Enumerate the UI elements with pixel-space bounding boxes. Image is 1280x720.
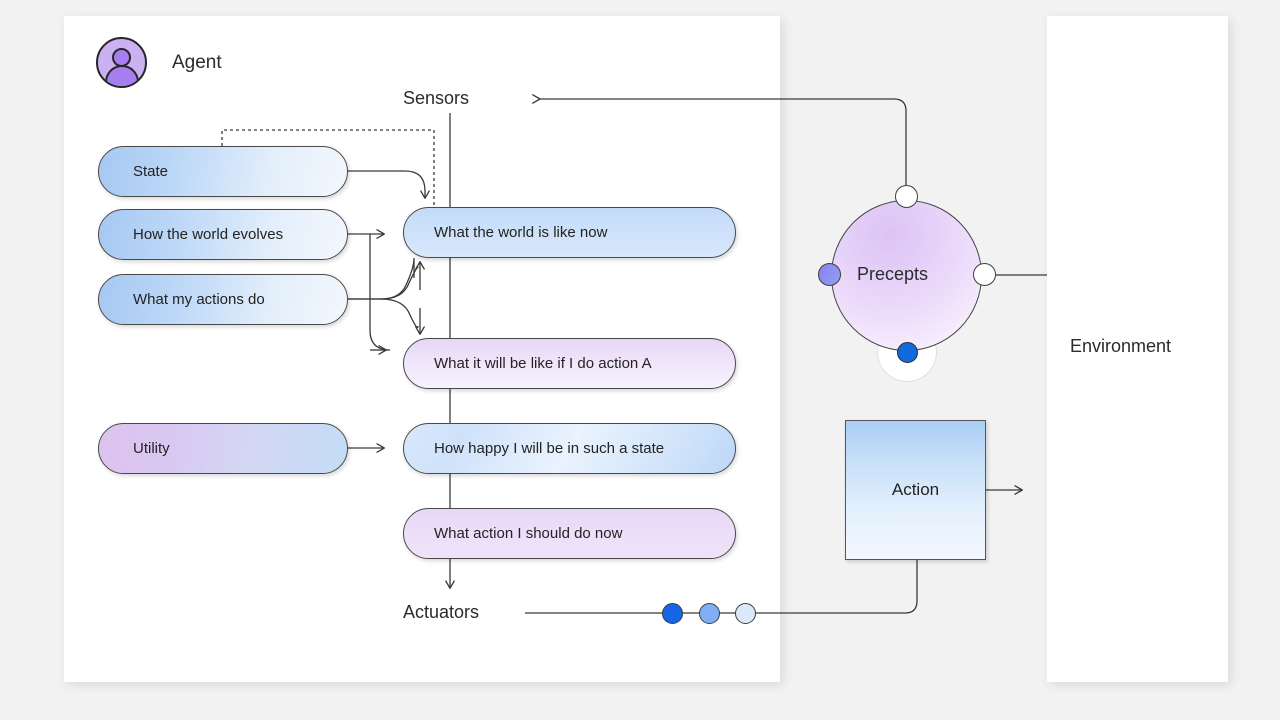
edge-state-feedback-dotted (221, 129, 435, 207)
edge-group (221, 94, 1047, 614)
node-how-happy-i-will-be-in-such-a-state[interactable]: How happy I will be in such a state (403, 423, 736, 474)
environment-panel (1047, 16, 1228, 682)
node-what-action-i-should-do-now-label: What action I should do now (434, 525, 623, 542)
node-what-my-actions-do-label: What my actions do (133, 291, 265, 308)
actuators-label: Actuators (403, 602, 480, 622)
actuator-dot-3[interactable] (735, 603, 756, 624)
node-what-my-actions-do[interactable]: What my actions do (98, 274, 348, 325)
node-what-the-world-is-like-now-label: What the world is like now (434, 224, 608, 241)
node-state-label: State (133, 163, 169, 180)
edge-precepts-to-sensors (532, 94, 907, 185)
actuator-dot-2[interactable] (699, 603, 720, 624)
edge-actuators-to-action (525, 560, 918, 614)
node-what-it-will-be-like-if-i-do-action-a-label: What it will be like if I do action A (434, 355, 652, 372)
precepts-handle-left[interactable] (818, 263, 841, 286)
node-what-action-i-should-do-now[interactable]: What action I should do now (403, 508, 736, 559)
user-avatar-icon (96, 37, 147, 88)
precepts-handle-top[interactable] (895, 185, 918, 208)
node-how-the-world-evolves-label: How the world evolves (133, 226, 284, 243)
agent-title: Agent (172, 52, 222, 73)
actuator-dot-1[interactable] (662, 603, 683, 624)
node-how-happy-i-will-be-in-such-a-state-label: How happy I will be in such a state (434, 440, 665, 457)
node-utility-label: Utility (133, 440, 170, 457)
precepts-label: Precepts (857, 264, 929, 284)
edge-state-to-world-now (348, 170, 430, 199)
node-state[interactable]: State (98, 146, 348, 197)
node-what-the-world-is-like-now[interactable]: What the world is like now (403, 207, 736, 258)
node-utility[interactable]: Utility (98, 423, 348, 474)
precepts-handle-bottom[interactable] (897, 342, 918, 363)
precepts-handle-right[interactable] (973, 263, 996, 286)
node-action-label: Action (891, 480, 940, 499)
node-how-the-world-evolves[interactable]: How the world evolves (98, 209, 348, 260)
node-action[interactable]: Action (845, 420, 986, 560)
avatar-body (104, 65, 139, 86)
sensors-label: Sensors (403, 88, 470, 108)
node-what-it-will-be-like-if-i-do-action-a[interactable]: What it will be like if I do action A (403, 338, 736, 389)
edge-my-actions-down-stem (380, 298, 419, 329)
edge-my-actions-branch-shape (348, 257, 415, 300)
environment-label: Environment (1070, 336, 1172, 356)
edge-evolves-drop-to-action-a (369, 234, 391, 351)
